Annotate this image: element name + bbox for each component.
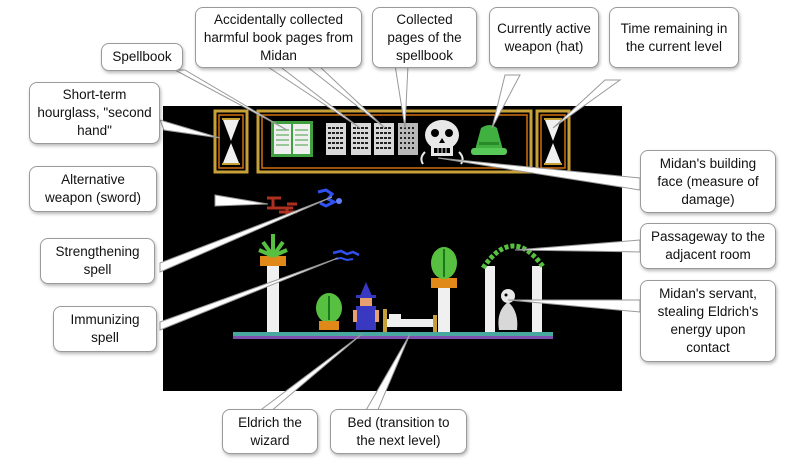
status-panel-frame (256, 109, 533, 174)
green-hat-icon (471, 125, 507, 155)
passageway-arch (480, 243, 547, 332)
eldrich-wizard (353, 282, 379, 330)
spellbook-page-icon (326, 123, 346, 155)
bed (383, 309, 437, 332)
callout-spellbook: Spellbook (101, 43, 183, 71)
floor (233, 332, 553, 339)
callout-collected-pages: Collected pages of the spellbook (372, 7, 477, 68)
spellbook-page-icon (374, 123, 394, 155)
sword-icon (267, 196, 297, 214)
callout-bed: Bed (transition to the next level) (330, 409, 467, 454)
callout-harmful-pages: Accidentally collected harmful book page… (195, 7, 362, 68)
potted-plant (316, 293, 342, 330)
callout-servant: Midan's servant, stealing Eldrich's ener… (640, 280, 776, 362)
callout-midan-face: Midan's building face (measure of damage… (640, 150, 776, 213)
callout-active-weapon: Currently active weapon (hat) (489, 7, 599, 68)
hourglass-left-icon (213, 109, 249, 174)
callout-time-remaining: Time remaining in the current level (609, 7, 739, 68)
skull-face-icon (420, 120, 464, 165)
callout-strengthening: Strengthening spell (40, 238, 155, 284)
pillar-plant-center (431, 247, 457, 332)
callout-eldrich: Eldrich the wizard (222, 409, 318, 454)
callout-hourglass: Short-term hourglass, "second hand" (29, 82, 160, 144)
callout-alt-weapon: Alternative weapon (sword) (29, 166, 157, 212)
harmful-page-icon (398, 123, 418, 155)
game-screen (163, 106, 622, 391)
callout-passageway: Passageway to the adjacent room (640, 223, 776, 269)
spellbook-page-icon (351, 123, 371, 155)
callout-immunizing: Immunizing spell (53, 306, 157, 352)
open-book-icon (271, 121, 313, 157)
